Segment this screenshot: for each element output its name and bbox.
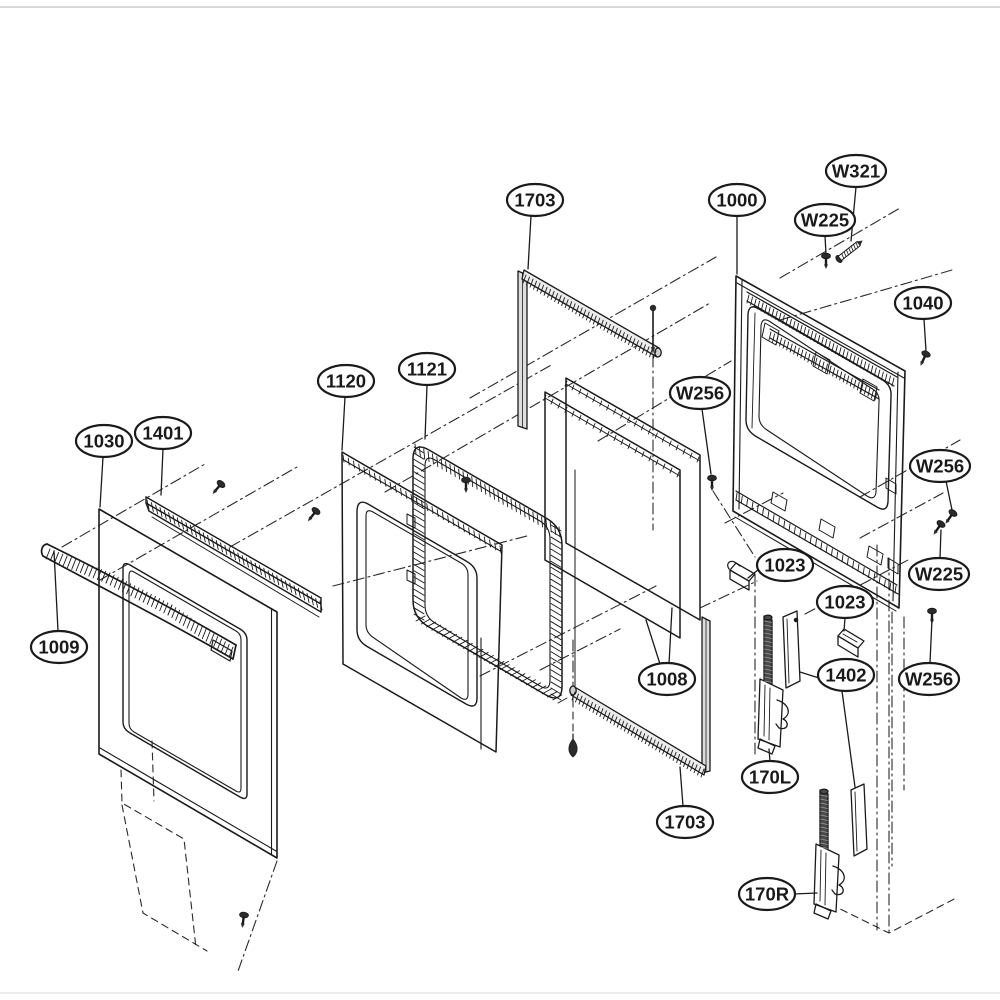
label-ellipse xyxy=(893,285,953,321)
label-text: W321 xyxy=(832,161,880,182)
part-label-w225-top: W225 xyxy=(793,202,857,255)
label-ellipse xyxy=(908,448,972,484)
part-label-1402: 1402 xyxy=(799,657,876,788)
screws xyxy=(212,240,958,928)
label-ellipse xyxy=(655,804,715,840)
label-ellipse xyxy=(668,375,732,411)
screw-w256-mid xyxy=(707,474,717,491)
glass-panels-1008 xyxy=(544,377,701,689)
part-label-170r: 170R xyxy=(737,876,818,912)
screw-w256-right-upper xyxy=(945,509,958,524)
part-label-1703-top: 1703 xyxy=(505,182,565,270)
label-text: 1023 xyxy=(824,592,865,613)
assembly-guide-lines xyxy=(61,207,961,975)
label-ellipse xyxy=(505,182,565,218)
inner-door-panel-1000 xyxy=(732,275,906,612)
label-text: 1000 xyxy=(716,190,757,211)
spacer-1402-b xyxy=(850,783,868,857)
part-label-1000: 1000 xyxy=(707,182,767,275)
label-ellipse xyxy=(740,759,800,795)
label-ellipse xyxy=(29,629,89,665)
label-text: 1040 xyxy=(902,293,943,314)
screw-trim-left xyxy=(212,479,226,494)
label-text: 1401 xyxy=(142,423,183,444)
label-text: 1120 xyxy=(326,371,366,392)
screw-drop-tip xyxy=(568,733,578,758)
label-text: W256 xyxy=(676,383,724,404)
part-label-w256-mid: W256 xyxy=(668,375,732,475)
screw-trim-right xyxy=(307,507,321,522)
label-text: 1030 xyxy=(83,431,124,452)
label-ellipse xyxy=(824,153,888,189)
gasket-bottom-1703 xyxy=(569,616,711,776)
part-label-1703-bottom: 1703 xyxy=(655,766,715,840)
part-label-1120: 1120 xyxy=(316,363,376,451)
label-ellipse xyxy=(637,661,697,697)
part-label-1030: 1030 xyxy=(74,423,134,508)
label-ellipse xyxy=(793,202,857,238)
label-ellipse xyxy=(737,876,797,912)
part-label-w256-right-lower: W256 xyxy=(897,618,961,697)
part-label-1401: 1401 xyxy=(133,415,193,496)
part-label-1008: 1008 xyxy=(637,607,697,697)
label-text: 1402 xyxy=(825,665,866,686)
part-label-w256-right-upper: W256 xyxy=(908,448,972,511)
screw-under-panel xyxy=(239,911,249,928)
part-label-1009: 1009 xyxy=(29,550,89,665)
screw-hanging-pin xyxy=(649,304,657,354)
label-ellipse xyxy=(907,556,971,592)
label-text: 1703 xyxy=(664,812,705,833)
screw-w225-right xyxy=(933,520,946,535)
label-text: W256 xyxy=(905,669,953,690)
label-ellipse xyxy=(815,584,875,620)
label-text: W256 xyxy=(916,456,964,477)
bracket-1023-b xyxy=(837,628,865,658)
part-label-1040: 1040 xyxy=(893,285,953,352)
spacer-1402-a xyxy=(782,610,801,689)
latch-right-170r xyxy=(813,788,845,920)
label-text: 1703 xyxy=(514,190,555,211)
label-ellipse xyxy=(397,351,457,387)
window-frame-1040 xyxy=(745,306,892,510)
screw-frame-1121 xyxy=(461,476,471,493)
door-frame-1120 xyxy=(341,451,503,753)
label-text: 1009 xyxy=(38,637,79,658)
door-outer-panel-1030 xyxy=(98,508,278,859)
part-label-1121: 1121 xyxy=(397,351,457,440)
label-ellipse xyxy=(707,182,767,218)
label-ellipse xyxy=(897,661,961,697)
label-ellipse xyxy=(755,547,815,583)
label-text: 170L xyxy=(749,767,791,788)
label-text: W225 xyxy=(915,564,963,585)
label-ellipse xyxy=(74,423,134,459)
screw-w225-top xyxy=(821,252,831,269)
part-label-1023-a: 1023 xyxy=(747,547,815,583)
gasket-top-1703 xyxy=(517,269,662,430)
part-label-w225-right: W225 xyxy=(907,529,971,592)
screw-1040 xyxy=(920,350,931,366)
handle-trim-1401 xyxy=(145,496,322,618)
label-text: W225 xyxy=(801,210,849,231)
hatching xyxy=(45,274,897,849)
label-text: 170R xyxy=(745,884,789,905)
screw-w321 xyxy=(835,240,863,263)
bracket-1023-a xyxy=(727,560,756,591)
label-text: 1008 xyxy=(646,669,687,690)
hidden-outline-dashes xyxy=(120,699,959,952)
label-ellipse xyxy=(133,415,193,451)
label-ellipse xyxy=(816,657,876,693)
label-text: 1023 xyxy=(764,555,805,576)
label-text: 1121 xyxy=(407,359,447,380)
part-label-170l: 170L xyxy=(740,748,800,795)
part-label-1023-b: 1023 xyxy=(815,584,875,632)
label-ellipse xyxy=(316,363,376,399)
door-handle-1009 xyxy=(40,543,237,662)
